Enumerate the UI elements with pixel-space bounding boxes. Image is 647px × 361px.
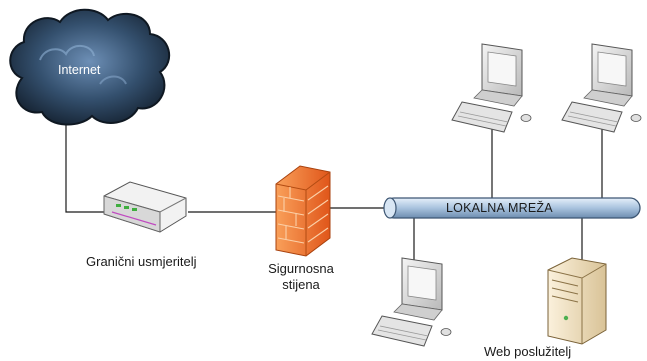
lan-label: LOKALNA MREŽA <box>446 201 553 215</box>
firewall-icon <box>275 165 331 257</box>
connection-lines <box>65 118 603 270</box>
network-bus-icon <box>383 197 641 219</box>
firewall-label-line2: stijena <box>282 277 320 292</box>
workstation-icon <box>561 43 642 133</box>
server-icon <box>547 257 607 345</box>
cloud-icon <box>9 8 170 126</box>
link-internet-router <box>65 118 108 213</box>
router-icon <box>103 181 187 233</box>
internet-label: Internet <box>58 63 101 77</box>
workstation-icon <box>451 43 532 133</box>
firewall-label: Sigurnosna stijena <box>258 261 344 293</box>
firewall-label-line1: Sigurnosna <box>268 261 334 276</box>
web-server-label: Web poslužitelj <box>484 344 572 359</box>
router-label: Granični usmjeritelj <box>86 254 197 269</box>
workstation-icon <box>371 257 452 347</box>
